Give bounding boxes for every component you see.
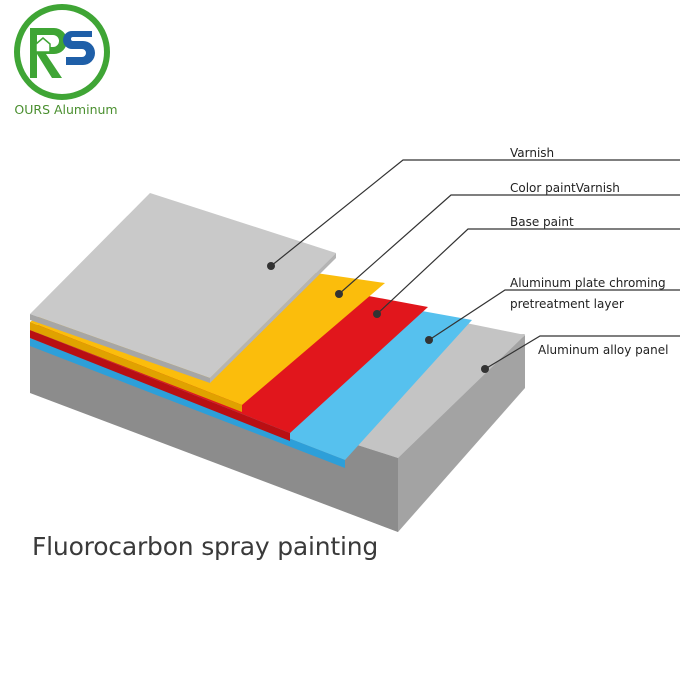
label-chroming-line2: pretreatment layer [510,297,624,311]
marker-dot [425,336,433,344]
diagram-caption: Fluorocarbon spray painting [32,532,379,561]
brand-name: OURS Aluminum [14,102,118,117]
ours-logo [6,4,124,124]
varnish-layer [30,193,336,383]
label-chroming-line1: Aluminum plate chroming [510,276,666,290]
marker-dot [373,310,381,318]
marker-dot [267,262,275,270]
label-base-paint: Base paint [510,215,574,229]
label-color-paint: Color paintVarnish [510,181,620,195]
marker-dot [481,365,489,373]
marker-dot [335,290,343,298]
label-varnish: Varnish [510,146,554,160]
logo-mark-icon [14,4,110,100]
label-panel: Aluminum alloy panel [538,343,668,357]
